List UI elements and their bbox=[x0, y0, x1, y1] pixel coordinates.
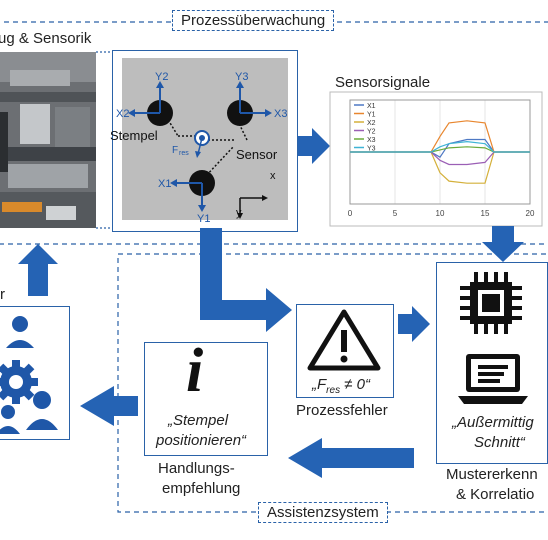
pattern-label1: Mustererkenn bbox=[446, 466, 538, 483]
info-icon: i bbox=[186, 337, 204, 405]
arrow-to-process-error bbox=[200, 228, 292, 332]
user-gear-icon bbox=[0, 316, 58, 434]
legend-label: X2 bbox=[367, 120, 376, 127]
legend-label: Y3 bbox=[367, 146, 376, 153]
arrow-to-recommendation bbox=[288, 438, 414, 478]
photo-title: ug & Sensorik bbox=[0, 30, 92, 47]
label-x1: X1 bbox=[158, 178, 171, 190]
recommendation-label1: Handlungs- bbox=[158, 460, 235, 477]
arrow-to-machine bbox=[18, 244, 58, 296]
assistance-frame-title: Assistenzsystem bbox=[258, 502, 388, 523]
series-line-y3 bbox=[350, 140, 530, 153]
arrow-down-to-pattern bbox=[482, 226, 524, 262]
label-y2: Y2 bbox=[155, 71, 168, 83]
x-tick-label: 0 bbox=[348, 209, 353, 218]
label-x2: X2 bbox=[116, 108, 129, 120]
label-force: F bbox=[172, 145, 178, 156]
axis-x-label: x bbox=[270, 170, 276, 182]
label-y1: Y1 bbox=[197, 213, 210, 225]
recommendation-quote-line1: „Stempel bbox=[168, 412, 229, 429]
pattern-quote-line2: Schnitt“ bbox=[474, 434, 525, 451]
warning-icon bbox=[307, 309, 381, 371]
label-sensor: Sensor bbox=[236, 147, 278, 162]
legend-label: Y2 bbox=[367, 129, 376, 136]
sensor-diagram: Y2 Y3 X2 X3 X1 Y1 Stempel Sensor F res x… bbox=[110, 58, 288, 225]
legend-label: Y1 bbox=[367, 112, 376, 119]
x-tick-label: 15 bbox=[481, 209, 490, 218]
x-tick-label: 20 bbox=[526, 209, 535, 218]
process-error-label: Prozessfehler bbox=[296, 402, 388, 419]
laptop-icon bbox=[458, 354, 528, 404]
pattern-label2: & Korrelatio bbox=[456, 486, 535, 503]
machine-photo bbox=[0, 52, 96, 228]
monitoring-frame-title: Prozessüberwachung bbox=[172, 10, 335, 31]
user-label: r bbox=[0, 286, 5, 303]
legend-label: X3 bbox=[367, 137, 376, 144]
x-tick-label: 10 bbox=[436, 209, 445, 218]
recommendation-panel bbox=[144, 342, 268, 456]
pattern-quote-line1: „Außermittig bbox=[452, 414, 534, 431]
arrow-to-signals bbox=[298, 128, 330, 164]
signals-title: Sensorsignale bbox=[335, 74, 431, 91]
axis-y-label: y bbox=[236, 207, 242, 219]
process-error-quote: „Fres ≠ 0“ bbox=[312, 376, 370, 396]
label-y3: Y3 bbox=[235, 71, 248, 83]
x-tick-label: 5 bbox=[393, 209, 398, 218]
recommendation-quote-line2: positionieren“ bbox=[156, 432, 247, 449]
label-force-sub: res bbox=[179, 150, 189, 157]
chip-icon bbox=[460, 272, 522, 334]
recommendation-label2: empfehlung bbox=[162, 480, 241, 497]
arrow-to-user bbox=[80, 386, 138, 426]
legend-label: X1 bbox=[367, 103, 376, 110]
arrow-to-pattern bbox=[398, 306, 430, 342]
label-stempel: Stempel bbox=[110, 128, 158, 143]
label-x3: X3 bbox=[274, 108, 287, 120]
